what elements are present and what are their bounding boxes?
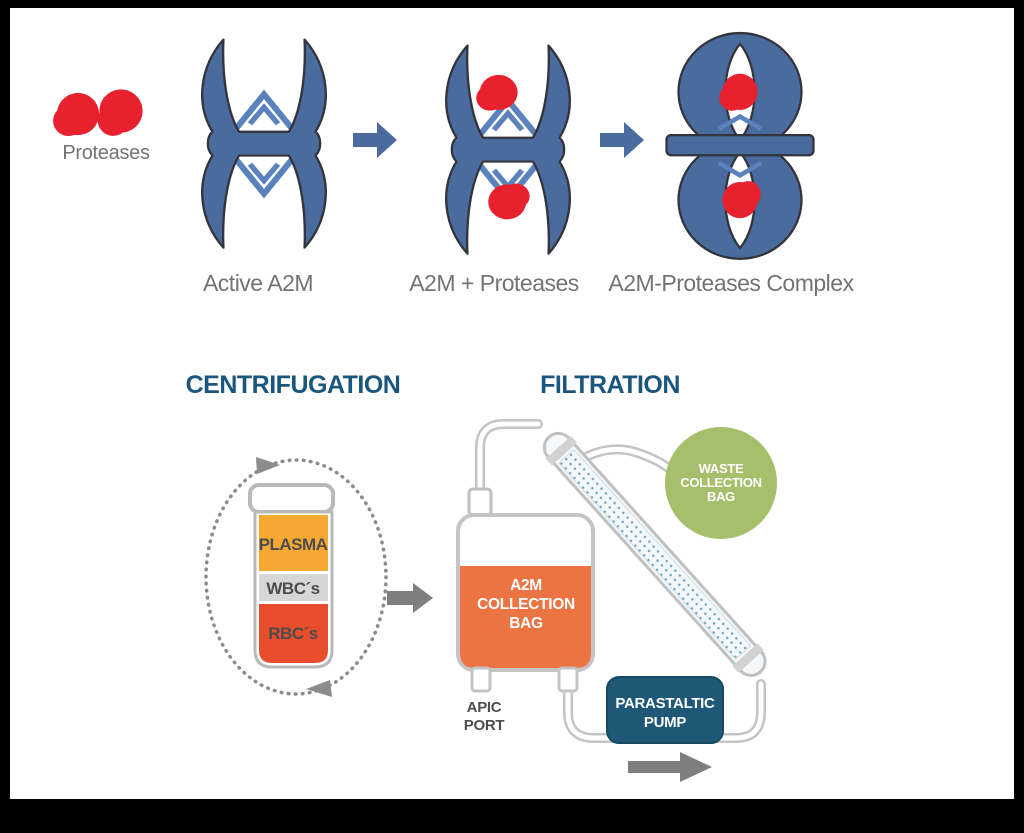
stage-label-a2m-plus-proteases: A2M + Proteases bbox=[409, 270, 579, 296]
flow-arrow-icon bbox=[387, 583, 433, 613]
a2m-body-icon bbox=[445, 44, 571, 255]
waste-bag-label-line1: WASTE bbox=[699, 461, 744, 476]
rotation-arrowhead-icon bbox=[306, 680, 332, 697]
stage-label-complex: A2M-Proteases Complex bbox=[608, 270, 854, 296]
diagram-canvas: Proteases Active A2M A2M + Proteases A2M… bbox=[10, 8, 1014, 799]
bait-chevrons-icon bbox=[247, 103, 281, 185]
pump-body-icon bbox=[606, 676, 724, 744]
complex-bottom-lobe-icon bbox=[677, 140, 803, 260]
protease-icon bbox=[50, 89, 103, 141]
rotation-arrowhead-icon bbox=[256, 457, 280, 474]
a2m-bag-label-line2: COLLECTION bbox=[477, 596, 575, 613]
waste-bag-label-line2: COLLECTION bbox=[680, 475, 762, 490]
bag-fluid-icon bbox=[460, 566, 591, 668]
step-arrow-icon bbox=[600, 122, 644, 158]
a2m-bag-label-line1: A2M bbox=[510, 577, 542, 594]
peristaltic-pump: PARASTALTIC PUMP bbox=[606, 676, 724, 744]
a2m-collection-bag: A2M COLLECTION BAG bbox=[456, 487, 595, 693]
waste-collection-bag: WASTE COLLECTION BAG bbox=[665, 427, 777, 539]
output-arrow-icon bbox=[628, 752, 712, 782]
blood-tube: PLASMA WBC´s RBC´s bbox=[248, 483, 335, 669]
active-a2m-molecule bbox=[201, 38, 327, 249]
wbc-layer bbox=[259, 574, 328, 601]
waste-bag-circle-icon bbox=[665, 427, 777, 539]
protease-icon bbox=[485, 179, 532, 223]
centrifugation-title: CENTRIFUGATION bbox=[186, 371, 401, 399]
a2m-proteases-complex-molecule bbox=[665, 31, 815, 260]
wbc-label: WBC´s bbox=[266, 579, 319, 598]
stage-label-active-a2m: Active A2M bbox=[203, 270, 313, 296]
rbc-layer bbox=[259, 604, 328, 663]
bait-chevrons-icon bbox=[717, 113, 763, 178]
a2m-body-icon bbox=[201, 38, 327, 249]
protease-icon bbox=[95, 87, 145, 138]
apic-port-label-line2: PORT bbox=[464, 717, 505, 734]
plasma-layer bbox=[259, 515, 328, 571]
tube-cap-icon bbox=[248, 483, 335, 514]
pump-label-line2: PUMP bbox=[644, 714, 686, 731]
step-arrow-icon bbox=[353, 122, 397, 158]
apic-port-icon bbox=[470, 666, 492, 693]
apic-port-label-line1: APIC bbox=[467, 699, 502, 716]
proteases-label: Proteases bbox=[62, 142, 150, 164]
rotation-cycle-icon bbox=[204, 457, 388, 697]
proteases-pair-icon bbox=[50, 87, 145, 141]
filter-collar-icon bbox=[732, 643, 764, 673]
filter-collar-icon bbox=[545, 436, 578, 466]
plasma-label: PLASMA bbox=[259, 535, 328, 554]
a2m-bag-label-line3: BAG bbox=[509, 615, 543, 632]
pump-label-line1: PARASTALTIC bbox=[615, 695, 715, 712]
bag-neck-port-icon bbox=[467, 487, 493, 517]
rbc-label: RBC´s bbox=[268, 624, 317, 643]
waste-bag-label-line3: BAG bbox=[707, 489, 735, 504]
filter-column-icon bbox=[542, 431, 767, 677]
a2m-plus-proteases-molecule bbox=[445, 44, 571, 255]
complex-waist-bar-icon bbox=[665, 133, 815, 157]
outlet-port-icon bbox=[557, 666, 579, 693]
filtration-title: FILTRATION bbox=[540, 371, 680, 399]
